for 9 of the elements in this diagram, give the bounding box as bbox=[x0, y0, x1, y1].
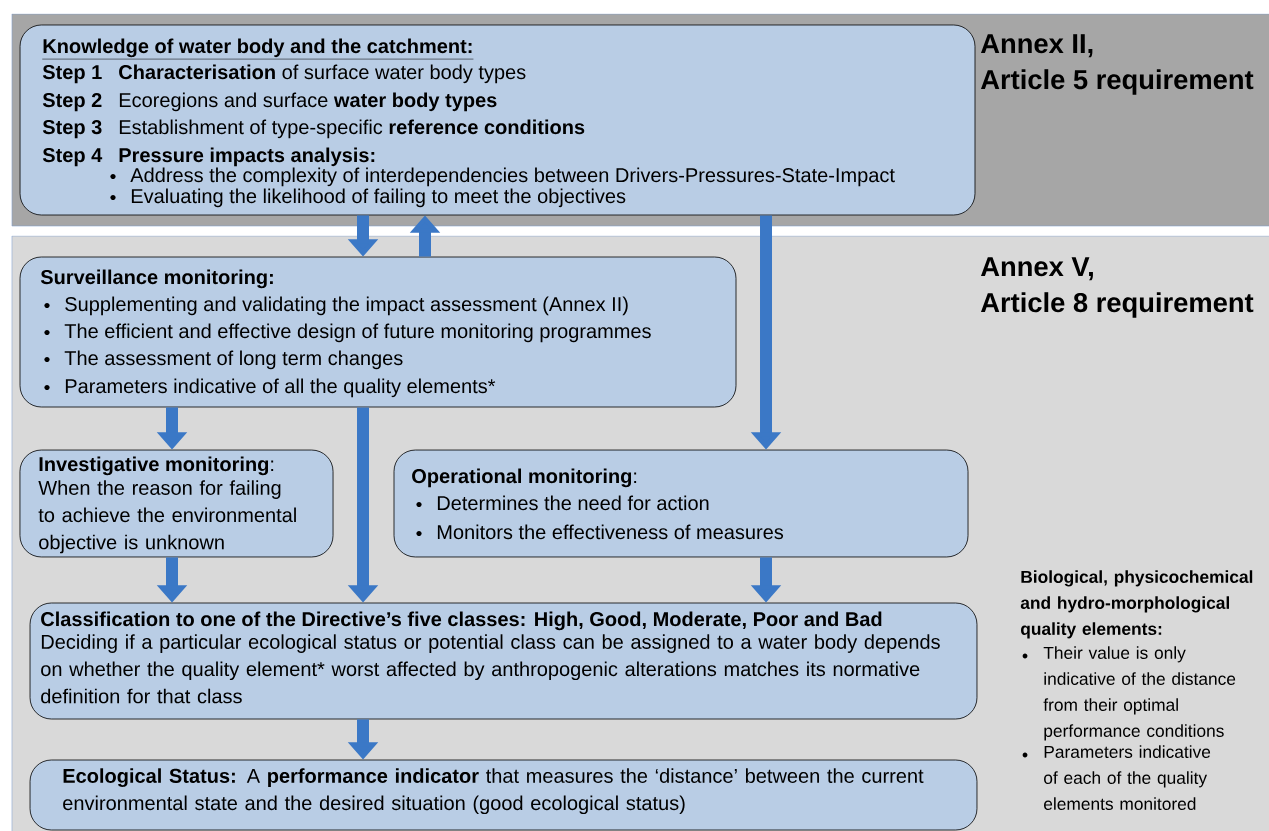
process-box: Operational monitoring: Determines the need for action Monitors the effectiveness of measures bbox=[393, 449, 969, 558]
process-box: Investigative monitoring: When the reason for failing to achieve the environmental objective is unknown bbox=[19, 449, 334, 558]
process-box: Knowledge of water body and the catchment: Step 1 Characterisation of surface water body types Step 2 Ecoregions and surface water body types Step 3 Establishment of type-specific reference conditions Step 4 Pressure impacts analysis: Address the complexity of interdependencies between Drivers-Pressures-State-Impact Evaluating the likelihood of failing to meet the objectives bbox=[19, 24, 976, 216]
process-box: Surveillance monitoring: Supplementing and validating the impact assessment (Annex II) The efficient and effective design of future monitoring programmes The assessment of long term changes Parameters indicative of all the quality elements* bbox=[19, 256, 737, 408]
process-box: Ecological Status: A performance indicator that measures the ‘distance’ between the current environmental state and the desired situation (good ecological status) bbox=[29, 759, 978, 831]
note-bullet: Parameters indicative of each of the quality elements monitored bbox=[1022, 745, 1211, 810]
note-bullet: Their value is only indicative of the distance from their optimal performance conditions bbox=[1022, 646, 1236, 741]
process-box: Classification to one of the Directive’s five classes: High, Good, Moderate, Poor and Bad Deciding if a particular ecological status or potential class can be assigned to a water body depends on whether the quality element* worst affected by anthropogenic alterations matches its normative definition for that class bbox=[29, 602, 978, 720]
note-heading: Biological, physicochemical and hydro-morphological quality elements: bbox=[1020, 570, 1253, 639]
